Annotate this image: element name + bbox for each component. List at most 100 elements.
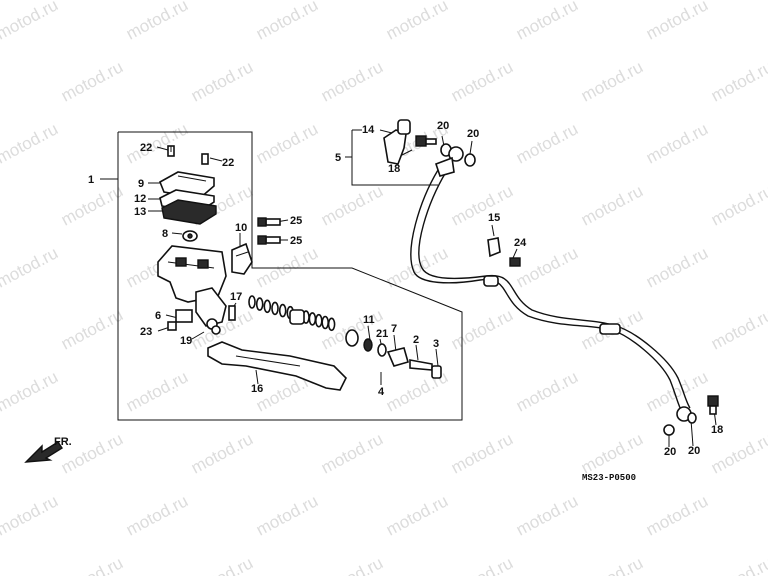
watermark-text: motod.ru <box>578 429 646 477</box>
callout-20: 20 <box>437 120 449 132</box>
spring-coil <box>263 299 272 314</box>
callout-9: 9 <box>138 178 144 190</box>
watermark-text: motod.ru <box>188 553 256 576</box>
piston-kit-parts <box>248 295 442 379</box>
watermark-text: motod.ru <box>643 243 711 291</box>
callout-22: 22 <box>222 157 234 169</box>
watermark-text: motod.ru <box>643 0 711 44</box>
spring-coil <box>248 295 256 309</box>
watermark-text: motod.ru <box>58 305 126 353</box>
clutch-hose-parts <box>383 119 719 436</box>
spring-coil <box>255 297 264 311</box>
watermark-text: motod.ru <box>0 243 61 291</box>
watermark-text: motod.ru <box>513 119 581 167</box>
watermark-text: motod.ru <box>643 119 711 167</box>
watermark-text: motod.ru <box>513 243 581 291</box>
callout-21: 21 <box>376 328 388 340</box>
watermark-text: motod.ru <box>448 553 516 576</box>
spring-coil <box>327 317 336 332</box>
watermark-text: motod.ru <box>513 0 581 44</box>
watermark-text: motod.ru <box>188 57 256 105</box>
watermark-text: motod.ru <box>578 553 646 576</box>
watermark-text: motod.ru <box>0 491 61 539</box>
watermark-text: motod.ru <box>58 57 126 105</box>
callout-22: 22 <box>140 142 152 154</box>
watermark-text: motod.ru <box>0 0 61 44</box>
callout-12: 12 <box>134 193 146 205</box>
diagram-code: MS23-P0500 <box>582 473 636 483</box>
watermark-text: motod.ru <box>708 181 768 229</box>
watermark-text: motod.ru <box>123 0 191 44</box>
callout-18: 18 <box>388 163 400 175</box>
watermark-text: motod.ru <box>123 367 191 415</box>
watermark-text: motod.ru <box>708 305 768 353</box>
watermark-text: motod.ru <box>448 181 516 229</box>
watermark-text: motod.ru <box>513 367 581 415</box>
callout-20: 20 <box>467 128 479 140</box>
watermark-text: motod.ru <box>578 181 646 229</box>
watermark-text: motod.ru <box>123 491 191 539</box>
callout-3: 3 <box>433 338 439 350</box>
callout-25: 25 <box>290 235 302 247</box>
watermark-text: motod.ru <box>708 429 768 477</box>
callout-10: 10 <box>235 222 247 234</box>
callout-23: 23 <box>140 326 152 338</box>
callout-17: 17 <box>230 291 242 303</box>
watermark-text: motod.ru <box>0 367 61 415</box>
watermark-text: motod.ru <box>253 0 321 44</box>
watermark-text: motod.ru <box>708 553 768 576</box>
spring-coil <box>271 301 279 316</box>
watermark-text: motod.ru <box>643 367 711 415</box>
spring-coil <box>308 312 317 326</box>
callout-25: 25 <box>290 215 302 227</box>
watermark-text: motod.ru <box>253 491 321 539</box>
watermark-text: motod.ru <box>253 243 321 291</box>
callout-5: 5 <box>335 152 341 164</box>
callout-1: 1 <box>88 174 94 186</box>
callout-6: 6 <box>155 310 161 322</box>
front-label: FR. <box>54 436 72 448</box>
callout-19: 19 <box>180 335 192 347</box>
callout-16: 16 <box>251 383 263 395</box>
callout-2: 2 <box>413 334 419 346</box>
watermark-text: motod.ru <box>123 119 191 167</box>
watermark-text: motod.ru <box>383 0 451 44</box>
callout-8: 8 <box>162 228 168 240</box>
watermark-text: motod.ru <box>318 553 386 576</box>
callout-4: 4 <box>378 386 385 398</box>
watermark-text: motod.ru <box>188 429 256 477</box>
group-frames <box>117 129 463 421</box>
watermark-text: motod.ru <box>253 119 321 167</box>
callout-15: 15 <box>488 212 500 224</box>
watermark-text: motod.ru <box>383 491 451 539</box>
callout-13: 13 <box>134 206 146 218</box>
watermark-text: motod.ru <box>513 491 581 539</box>
callout-20: 20 <box>664 446 676 458</box>
spring-coil <box>314 313 323 328</box>
spring-coil <box>278 303 287 318</box>
spring-coil <box>321 315 330 330</box>
watermark-text: motod.ru <box>448 305 516 353</box>
watermark-text: motod.ru <box>448 429 516 477</box>
watermark-text: motod.ru <box>448 57 516 105</box>
callout-14: 14 <box>362 124 375 136</box>
front-direction-indicator: FR. <box>24 436 72 463</box>
watermark-text: motod.ru <box>318 429 386 477</box>
watermark-text: motod.ru <box>318 57 386 105</box>
callout-18: 18 <box>711 424 723 436</box>
watermark-text: motod.ru <box>0 119 61 167</box>
callout-11: 11 <box>363 314 375 326</box>
master-cylinder-parts <box>157 145 347 391</box>
watermark-text: motod.ru <box>708 57 768 105</box>
watermark-text: motod.ru <box>58 553 126 576</box>
watermark-text: motod.ru <box>643 491 711 539</box>
watermark-text: motod.ru <box>58 181 126 229</box>
callout-24: 24 <box>514 237 527 249</box>
watermark-text: motod.ru <box>578 57 646 105</box>
callout-7: 7 <box>391 323 397 335</box>
watermark-text: motod.ru <box>318 181 386 229</box>
callout-20: 20 <box>688 445 700 457</box>
